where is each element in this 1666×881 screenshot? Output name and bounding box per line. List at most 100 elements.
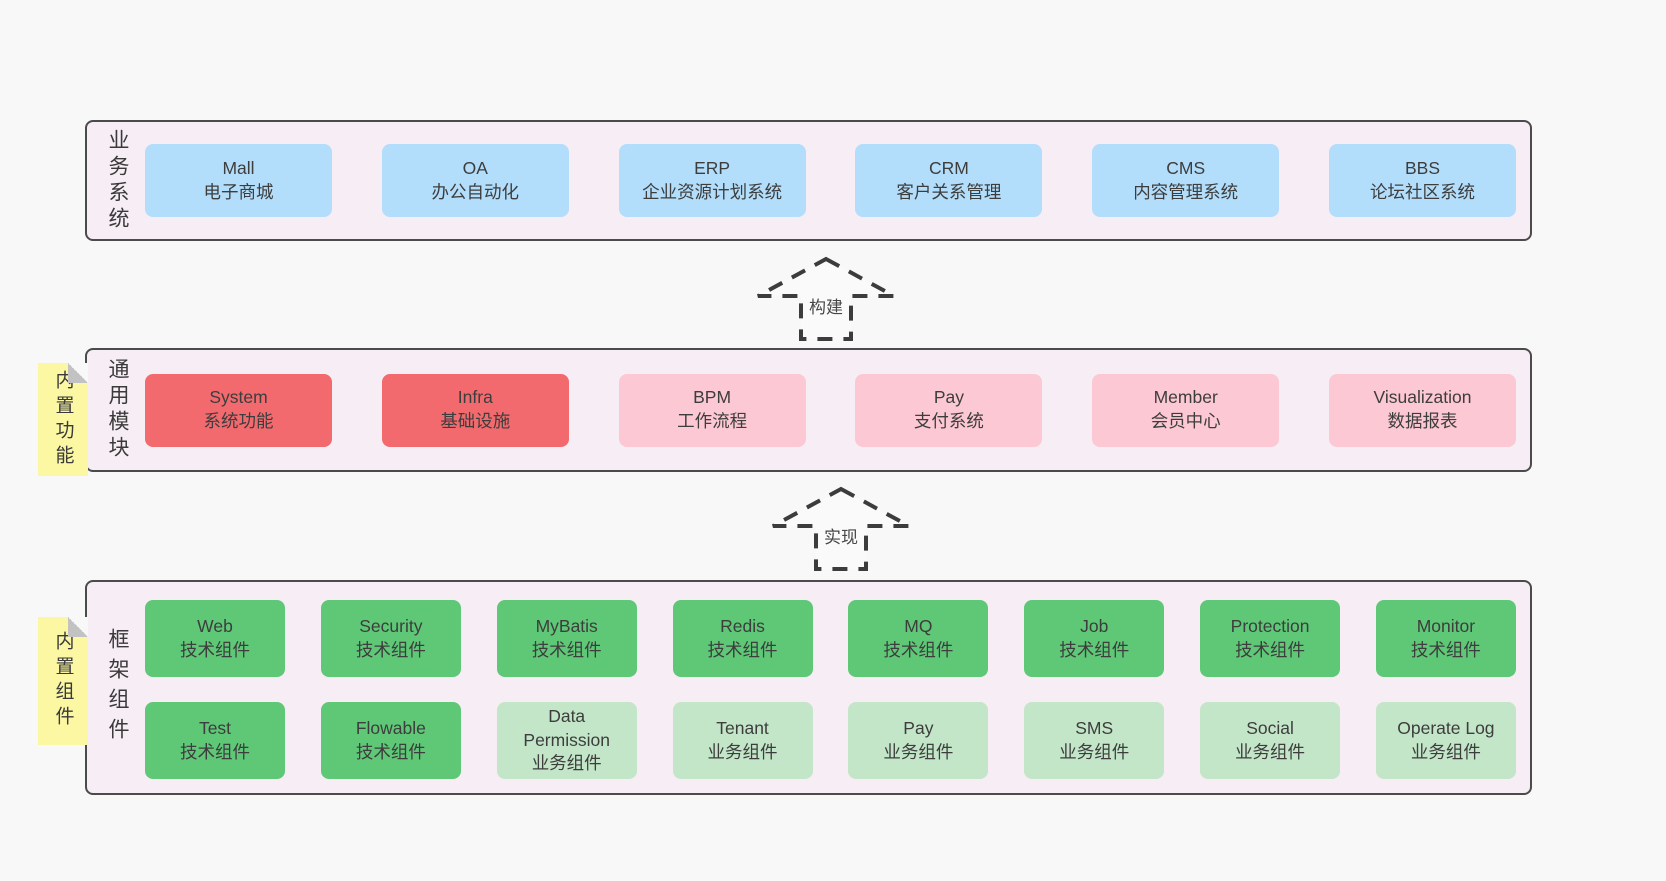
box-title: CRM xyxy=(928,157,969,178)
box-title: Social xyxy=(1246,717,1294,738)
box-title: Tenant xyxy=(716,717,769,738)
box-title: Security xyxy=(359,615,423,636)
box-title: Redis xyxy=(720,615,765,636)
framework-row-2: Test 技术组件 Flowable 技术组件 Data Permission … xyxy=(145,702,1516,779)
box-subtitle: 企业资源计划系统 xyxy=(642,181,783,202)
box-subtitle: 技术组件 xyxy=(180,741,250,762)
section-common-modules: 通用模块 System 系统功能 Infra 基础设施 BPM 工作流程 Pay… xyxy=(85,348,1532,472)
box-crm: CRM 客户关系管理 xyxy=(855,144,1043,217)
modules-boxes-row: System 系统功能 Infra 基础设施 BPM 工作流程 Pay 支付系统… xyxy=(145,350,1516,470)
box-subtitle: 办公自动化 xyxy=(431,181,520,202)
box-title: Protection xyxy=(1230,615,1310,636)
box-title: OA xyxy=(462,157,488,178)
box-visualization: Visualization 数据报表 xyxy=(1328,373,1516,447)
box-subtitle: 业务组件 xyxy=(707,741,778,762)
box-subtitle: 技术组件 xyxy=(883,639,954,660)
arrow-implement: 实现 xyxy=(770,486,912,572)
box-subtitle: 电子商城 xyxy=(203,181,274,202)
box-sms: SMS 业务组件 xyxy=(1024,702,1165,779)
box-pay-module: Pay 支付系统 xyxy=(855,373,1043,447)
box-title: Pay xyxy=(903,717,934,738)
box-title: Monitor xyxy=(1416,615,1476,636)
tag-label: 内置功能 xyxy=(52,369,74,470)
box-subtitle: 业务组件 xyxy=(1059,741,1130,762)
box-subtitle: 工作流程 xyxy=(677,411,748,431)
tag-built-in-functions: 内置功能 xyxy=(38,363,88,476)
box-oa: OA 办公自动化 xyxy=(381,144,569,217)
box-redis: Redis 技术组件 xyxy=(672,600,813,677)
box-title: Pay xyxy=(933,387,964,408)
box-subtitle: 技术组件 xyxy=(355,741,426,762)
box-cms: CMS 内容管理系统 xyxy=(1092,144,1280,217)
box-subtitle: 会员中心 xyxy=(1150,411,1221,431)
tag-built-in-components: 内置组件 xyxy=(38,617,88,745)
arrow-implement-label: 实现 xyxy=(821,522,861,549)
box-monitor: Monitor 技术组件 xyxy=(1375,600,1516,677)
business-boxes-row: Mall 电子商城 OA 办公自动化 ERP 企业资源计划系统 CRM 客户关系… xyxy=(145,122,1516,239)
box-title: Mall xyxy=(222,157,255,178)
box-subtitle: 业务组件 xyxy=(883,741,954,762)
box-subtitle: 技术组件 xyxy=(531,639,602,660)
box-title: MyBatis xyxy=(535,615,598,636)
box-subtitle: 业务组件 xyxy=(531,753,602,774)
box-protection: Protection 技术组件 xyxy=(1200,600,1341,677)
box-title: SMS xyxy=(1075,717,1114,738)
box-subtitle: 数据报表 xyxy=(1387,411,1458,431)
box-title: Visualization xyxy=(1373,387,1472,408)
section-label-modules: 通用模块 xyxy=(106,358,129,462)
box-system: System 系统功能 xyxy=(145,373,332,447)
box-subtitle: 业务组件 xyxy=(1410,741,1481,762)
box-security: Security 技术组件 xyxy=(320,600,461,677)
box-member: Member 会员中心 xyxy=(1092,373,1280,447)
box-subtitle: 基础设施 xyxy=(440,411,511,431)
box-mybatis: MyBatis 技术组件 xyxy=(496,600,637,677)
box-tenant: Tenant 业务组件 xyxy=(672,702,813,779)
box-title: ERP xyxy=(694,157,731,178)
box-subtitle: 支付系统 xyxy=(913,411,984,431)
box-subtitle: 系统功能 xyxy=(203,411,274,431)
box-subtitle: 业务组件 xyxy=(1235,741,1306,762)
box-subtitle: 内容管理系统 xyxy=(1133,181,1239,202)
box-title: Flowable xyxy=(355,717,426,738)
folded-corner-icon xyxy=(68,617,88,637)
arrow-build: 构建 xyxy=(755,256,897,342)
box-title: Infra xyxy=(457,387,493,408)
box-subtitle: 技术组件 xyxy=(180,639,250,660)
box-subtitle: 技术组件 xyxy=(1235,639,1306,660)
framework-row-1: Web 技术组件 Security 技术组件 MyBatis 技术组件 Redi… xyxy=(145,600,1516,677)
box-mq: MQ 技术组件 xyxy=(848,600,989,677)
section-framework-components: 框架组件 Web 技术组件 Security 技术组件 MyBatis 技术组件… xyxy=(85,580,1532,795)
box-bpm: BPM 工作流程 xyxy=(618,373,806,447)
box-title: CMS xyxy=(1166,157,1206,178)
box-erp: ERP 企业资源计划系统 xyxy=(618,144,806,217)
box-flowable: Flowable 技术组件 xyxy=(320,702,461,779)
box-subtitle: 技术组件 xyxy=(355,639,426,660)
box-title: BPM xyxy=(693,387,732,408)
box-title: MQ xyxy=(904,615,933,636)
box-data-permission: Data Permission 业务组件 xyxy=(496,702,637,779)
box-subtitle: 论坛社区系统 xyxy=(1369,181,1475,202)
tag-label: 内置组件 xyxy=(52,631,74,731)
section-label-business: 业务系统 xyxy=(106,128,129,233)
box-title: System xyxy=(209,387,268,408)
folded-corner-icon xyxy=(68,363,88,383)
box-web: Web 技术组件 xyxy=(145,600,285,677)
arrow-build-label: 构建 xyxy=(806,292,846,319)
box-title: Member xyxy=(1153,387,1218,408)
box-infra: Infra 基础设施 xyxy=(381,373,569,447)
box-pay-component: Pay 业务组件 xyxy=(848,702,989,779)
box-title: Job xyxy=(1080,615,1109,636)
box-bbs: BBS 论坛社区系统 xyxy=(1328,144,1516,217)
box-subtitle: 技术组件 xyxy=(707,639,778,660)
box-mall: Mall 电子商城 xyxy=(145,144,332,217)
box-subtitle: 客户关系管理 xyxy=(896,181,1002,202)
box-title: BBS xyxy=(1404,157,1440,178)
box-operate-log: Operate Log 业务组件 xyxy=(1375,702,1516,779)
box-subtitle: 技术组件 xyxy=(1059,639,1130,660)
box-title: Operate Log xyxy=(1397,717,1495,738)
box-test: Test 技术组件 xyxy=(145,702,285,779)
box-title: Test xyxy=(198,717,232,738)
box-social: Social 业务组件 xyxy=(1200,702,1341,779)
box-subtitle: 技术组件 xyxy=(1410,639,1481,660)
box-job: Job 技术组件 xyxy=(1024,600,1165,677)
